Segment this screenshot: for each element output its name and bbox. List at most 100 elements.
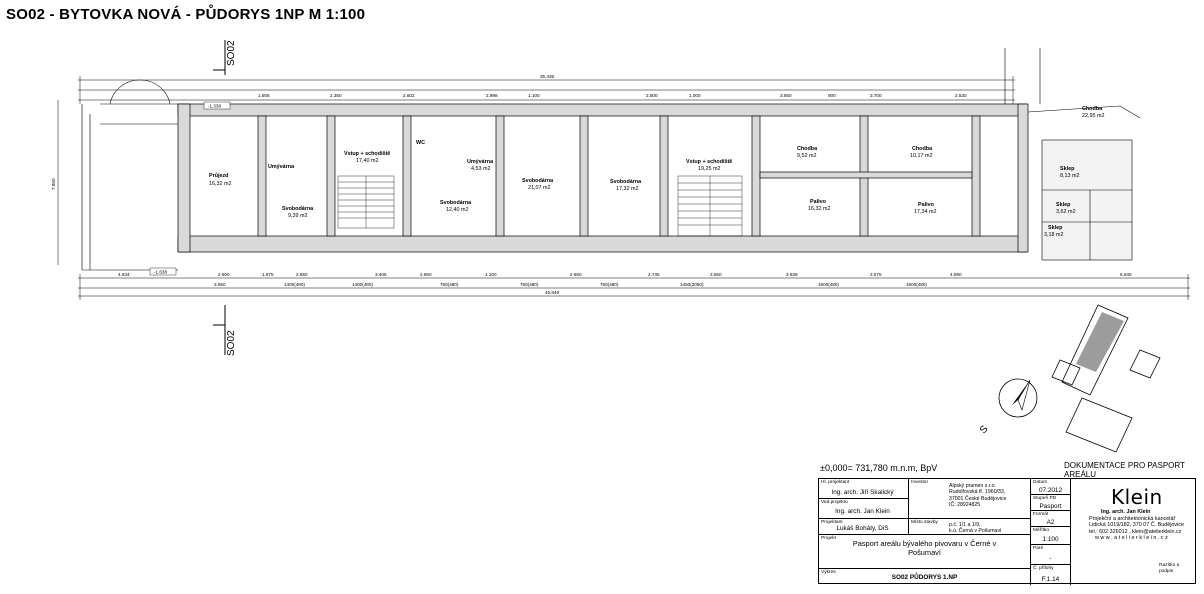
- svg-text:3.650: 3.650: [780, 93, 792, 98]
- svg-text:2.500: 2.500: [646, 93, 658, 98]
- svg-text:1.100: 1.100: [528, 93, 540, 98]
- cellar-wing: [1004, 48, 1141, 261]
- attachment-cell: Č. přílohy F.1.14: [1031, 565, 1071, 585]
- section-mark-top: [213, 40, 226, 75]
- svg-text:Chodba: Chodba: [797, 146, 818, 152]
- date-cell: Datum 07.2012: [1031, 479, 1071, 495]
- svg-text:750(480): 750(480): [520, 282, 539, 287]
- svg-text:Palivo: Palivo: [918, 202, 935, 208]
- bottom-dimension-lines: [78, 274, 1190, 300]
- svg-text:1.000: 1.000: [689, 93, 701, 98]
- svg-text:2.850: 2.850: [420, 272, 432, 277]
- svg-text:WC: WC: [416, 140, 425, 146]
- svg-text:Vstup + schodiště: Vstup + schodiště: [686, 159, 732, 165]
- svg-text:9,52 m2: 9,52 m2: [797, 153, 816, 159]
- stamp-label: Razítko a podpis: [1159, 563, 1180, 574]
- passage-area: [81, 79, 178, 271]
- svg-text:3.405: 3.405: [375, 272, 387, 277]
- top-total-dimension: 35.335: [540, 74, 554, 79]
- investor-cell: Investor Alpský pramen s.r.o. Rudolfovsk…: [909, 479, 1031, 519]
- svg-text:Umývárna: Umývárna: [268, 164, 295, 170]
- svg-text:Svobodárna: Svobodárna: [440, 200, 472, 206]
- svg-text:1600(480): 1600(480): [818, 282, 839, 287]
- svg-text:1.100: 1.100: [485, 272, 497, 277]
- svg-text:3.550: 3.550: [214, 282, 226, 287]
- section-label-bottom: SO02: [226, 330, 237, 356]
- svg-text:2.530: 2.530: [955, 93, 967, 98]
- svg-text:4.590: 4.590: [950, 272, 962, 277]
- svg-text:1400(480): 1400(480): [352, 282, 373, 287]
- svg-text:Vstup + schodiště: Vstup + schodiště: [344, 151, 390, 157]
- format-cell: Formát A2: [1031, 511, 1071, 527]
- orientation-label: S: [978, 423, 991, 435]
- row-drawing: Výkres SO02 PŮDORYS 1.NP: [819, 569, 1031, 585]
- elevation-note: ±0,000= 731,780 m.n.m, BpV: [820, 463, 938, 473]
- part-cell: Paré -: [1031, 545, 1071, 565]
- svg-text:3,62 m2: 3,62 m2: [1056, 209, 1075, 215]
- svg-text:Svobodárna: Svobodárna: [522, 178, 554, 184]
- svg-text:1.505: 1.505: [258, 93, 270, 98]
- svg-text:Svobodárna: Svobodárna: [610, 179, 642, 185]
- svg-text:Chodba: Chodba: [912, 146, 933, 152]
- stage-cell: Stupeň PD Pasport: [1031, 495, 1071, 511]
- svg-text:16,32 m2: 16,32 m2: [209, 181, 231, 187]
- svg-text:17,32 m2: 17,32 m2: [616, 186, 638, 192]
- svg-text:900: 900: [828, 93, 836, 98]
- stair-right: [677, 175, 743, 237]
- svg-text:3.550: 3.550: [710, 272, 722, 277]
- svg-text:1450(2050): 1450(2050): [680, 282, 704, 287]
- firm-logo: Klein: [1111, 485, 1163, 509]
- svg-text:12,40 m2: 12,40 m2: [446, 207, 468, 213]
- left-height-dimension: 7.850: [51, 178, 56, 190]
- svg-text:4.634: 4.634: [118, 272, 130, 277]
- svg-text:9,39 m2: 9,39 m2: [288, 213, 307, 219]
- section-label-top: SO02: [226, 40, 237, 66]
- site-cell: Místo stavby p.č. 1/1 a 1/9, k.ú. Černá …: [909, 519, 1031, 535]
- row-project-lead: Ved.projektu Ing. arch. Jan Klein: [819, 499, 909, 519]
- svg-text:10,17 m2: 10,17 m2: [910, 153, 932, 159]
- svg-text:16,32 m2: 16,32 m2: [808, 206, 830, 212]
- svg-text:Sklep: Sklep: [1056, 202, 1071, 208]
- svg-text:1600(480): 1600(480): [906, 282, 927, 287]
- svg-text:3.575: 3.575: [870, 272, 882, 277]
- svg-text:3.700: 3.700: [870, 93, 882, 98]
- svg-text:2.500: 2.500: [218, 272, 230, 277]
- svg-text:3.938: 3.938: [786, 272, 798, 277]
- svg-text:Sklep: Sklep: [1060, 166, 1075, 172]
- svg-text:6.645: 6.645: [1120, 272, 1132, 277]
- svg-text:1.875: 1.875: [262, 272, 274, 277]
- svg-text:8,13 m2: 8,13 m2: [1060, 173, 1079, 179]
- svg-text:Umývárna: Umývárna: [467, 159, 494, 165]
- svg-text:2.998: 2.998: [486, 93, 498, 98]
- svg-text:Sklep: Sklep: [1048, 225, 1063, 231]
- row-project: Projekt Pasport areálu bývalého pivovaru…: [819, 535, 1031, 569]
- svg-text:21,07 m2: 21,07 m2: [528, 185, 550, 191]
- svg-text:4,53 m2: 4,53 m2: [471, 166, 490, 172]
- bottom-dimension-chain: 4.634 2.500 1.875 2.850 3.405 2.850 1.10…: [118, 272, 1132, 277]
- bottom-dimension-sub: 3.550 1400(480) 1400(480) 750(480) 750(4…: [214, 282, 927, 287]
- svg-text:2.850: 2.850: [296, 272, 308, 277]
- svg-text:750(480): 750(480): [600, 282, 619, 287]
- svg-text:Průjezd: Průjezd: [209, 172, 228, 179]
- svg-text:Chodba: Chodba: [1082, 106, 1103, 112]
- building-walls: [177, 103, 1029, 253]
- title-block: Hl. projektant Ing. arch. Jiří Skalický …: [818, 478, 1196, 585]
- svg-text:19,25 m2: 19,25 m2: [698, 166, 720, 172]
- room-labels: Průjezd 16,32 m2 Umývárna Svobodárna 9,3…: [209, 106, 1104, 238]
- svg-text:2.350: 2.350: [330, 93, 342, 98]
- svg-text:17,40 m2: 17,40 m2: [356, 158, 378, 164]
- svg-text:Svobodárna: Svobodárna: [282, 206, 314, 212]
- svg-text:Palivo: Palivo: [810, 199, 827, 205]
- level-left: -1.338: [208, 104, 221, 109]
- top-dimension-chain: 1.505 2.350 2.602 2.998 1.100 2.500 1.00…: [258, 93, 967, 98]
- top-dimension-lines: [78, 76, 1015, 104]
- svg-text:2.602: 2.602: [403, 93, 415, 98]
- row-designer: Projektant Lukáš Boháty, DiS: [819, 519, 909, 535]
- bottom-total-dimension: 45.849: [545, 290, 559, 295]
- level-right: -1.638: [154, 270, 167, 275]
- scale-cell: Měřítko 1:100: [1031, 527, 1071, 545]
- sheet-title: SO02 - BYTOVKA NOVÁ - PŮDORYS 1NP M 1:10…: [6, 6, 366, 23]
- svg-text:3,18 m2: 3,18 m2: [1044, 232, 1063, 238]
- svg-text:750(480): 750(480): [440, 282, 459, 287]
